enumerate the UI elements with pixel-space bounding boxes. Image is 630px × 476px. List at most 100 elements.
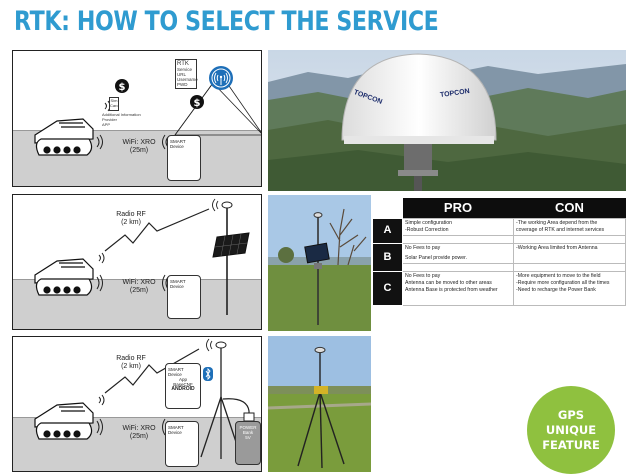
photo-solar-antenna — [268, 195, 371, 331]
rover-icon — [34, 118, 94, 156]
wifi-range-text: (25m) — [129, 147, 149, 154]
device-label-line: SMART — [170, 139, 186, 144]
smart-device-android: SMART Device App BaseCNF ANDROID — [165, 363, 201, 409]
diagram-tripod-graphics — [34, 338, 255, 459]
con-item: -Need to recharge the Power Bank — [516, 286, 596, 293]
spacer-cell — [513, 234, 626, 244]
radio-link-icon — [104, 348, 200, 394]
table-spacer-row — [373, 262, 626, 272]
page-title: RTK: HOW TO SELECT THE SERVICE — [14, 6, 439, 37]
spacer-cell — [402, 234, 514, 244]
smart-device: SMART Device — [165, 421, 199, 467]
info-card-caption: Additional Information Provider APP — [102, 112, 152, 127]
con-item: -Require more configuration all the time… — [516, 279, 610, 286]
powerbank-label-line: POWER — [239, 425, 257, 430]
table-row: C No Fees to pay Antenna can be moved to… — [372, 270, 626, 306]
powerbank-label-line: 5V — [245, 435, 251, 440]
info-card-line: Provider — [102, 117, 117, 122]
rover-icon — [34, 258, 94, 296]
info-card-line: Sim — [110, 98, 118, 103]
wifi-label-text: WiFi: XRO — [122, 279, 156, 286]
con-item: -Working Area limited from Antenna — [516, 244, 598, 251]
gps-unique-feature-badge: GPS UNIQUE FEATURE — [527, 386, 615, 474]
dollar-icon: $ — [115, 79, 129, 93]
device-label-line: Device — [168, 430, 182, 435]
device-label-line: Device — [170, 284, 184, 289]
radio-range-text: (2 km) — [121, 219, 141, 226]
plug-icon — [243, 412, 255, 422]
con-item: -More equipment to move to the field — [516, 272, 601, 279]
info-card-line: Card — [110, 103, 119, 108]
radio-label-text: Radio RF — [116, 355, 146, 362]
pro-item: Antenna can be moved to other areas — [405, 279, 492, 286]
diagram-radio-graphics — [34, 198, 250, 315]
con-cell: -The working Area depend from the covera… — [513, 217, 626, 236]
table-row: B No Fees to pay Solar Panel provide pow… — [372, 242, 626, 272]
rtk-credentials-card: RTK Service URL Username PWD — [175, 59, 198, 89]
table-corner — [372, 198, 403, 218]
pro-cell: No Fees to pay Antenna can be moved to o… — [402, 270, 514, 306]
pro-cell: Simple configuration -Robust Correction — [402, 217, 514, 236]
con-cell: -Working Area limited from Antenna — [513, 242, 626, 264]
svg-text:$: $ — [119, 82, 126, 93]
diagram-radio-solar: Radio RF (2 km) WiFi: XRO (25m) SMART De… — [12, 194, 262, 330]
table-spacer-row — [373, 234, 626, 244]
smart-device: SMART Device — [167, 135, 201, 181]
rtk-card-line: RTK — [177, 61, 189, 67]
diagram-rtk-service: $ $ Sim Card — [12, 50, 262, 187]
row-key: B — [372, 242, 403, 272]
rtk-card-line: Service — [177, 67, 193, 72]
con-item: coverage of RTK and internet services — [516, 226, 605, 233]
radio-label: Radio RF (2 km) — [111, 211, 151, 227]
pro-item: Simple configuration — [405, 219, 453, 226]
phone-os-label: ANDROID — [171, 386, 195, 392]
bluetooth-icon — [203, 367, 213, 381]
rtk-card-line: PWD — [177, 82, 188, 87]
wifi-label-text: WiFi: XRO — [122, 425, 156, 432]
row-key: C — [372, 270, 403, 306]
wifi-label-text: WiFi: XRO — [122, 139, 156, 146]
con-cell: -More equipment to move to the field -Re… — [513, 270, 626, 306]
radio-link-icon — [104, 208, 210, 252]
rtk-card-line: Username — [177, 77, 198, 82]
antenna-icon — [212, 198, 233, 212]
wifi-label: WiFi: XRO (25m) — [111, 279, 167, 295]
radio-label: Radio RF (2 km) — [111, 355, 151, 371]
phone-label-line: Device — [168, 372, 182, 377]
pro-item: -Robust Correction — [405, 226, 449, 233]
wifi-label: WiFi: XRO (25m) — [111, 425, 167, 441]
phone-label-line: SMART — [168, 367, 184, 372]
photo-gps-dome: TOPCON TOPCON — [268, 50, 626, 191]
device-label-line: SMART — [168, 425, 184, 430]
broadcast-antenna-icon — [209, 66, 233, 90]
pro-item: No Fees to pay — [405, 244, 441, 251]
badge-line: GPS — [557, 408, 585, 422]
badge-line: FEATURE — [542, 438, 600, 452]
spacer-cell — [513, 262, 626, 272]
wifi-range-text: (25m) — [129, 287, 149, 294]
wifi-label: WiFi: XRO (25m) — [111, 139, 167, 155]
phone-label-line: BaseCNF — [173, 382, 193, 387]
info-card: Sim Card — [109, 97, 119, 111]
spacer-cell — [402, 262, 514, 272]
powerbank-label-line: Bank — [242, 430, 254, 435]
photo-tripod-antenna — [268, 336, 371, 472]
row-key: A — [372, 217, 403, 244]
radio-range-text: (2 km) — [121, 363, 141, 370]
pro-item: Antenna Base is protected from weather — [405, 286, 498, 293]
table-row: A Simple configuration -Robust Correctio… — [372, 217, 626, 244]
smart-device: SMART Device — [167, 275, 201, 319]
con-header: CON — [513, 198, 626, 218]
pro-cell: No Fees to pay Solar Panel provide power… — [402, 242, 514, 264]
power-bank: POWER Bank 5V — [235, 421, 261, 465]
table-header-row: PRO CON — [372, 198, 626, 218]
svg-text:$: $ — [194, 98, 201, 109]
con-item: -The working Area depend from the — [516, 219, 598, 226]
solar-panel-icon — [212, 232, 250, 258]
pro-item: No Fees to pay — [405, 272, 441, 279]
info-card-line: APP — [102, 122, 111, 127]
dollar-icon: $ — [190, 95, 204, 109]
diagram-radio-tripod: Radio RF (2 km) SMART Device App BaseCNF… — [12, 336, 262, 472]
wifi-range-text: (25m) — [129, 433, 149, 440]
pro-header: PRO — [402, 198, 514, 218]
